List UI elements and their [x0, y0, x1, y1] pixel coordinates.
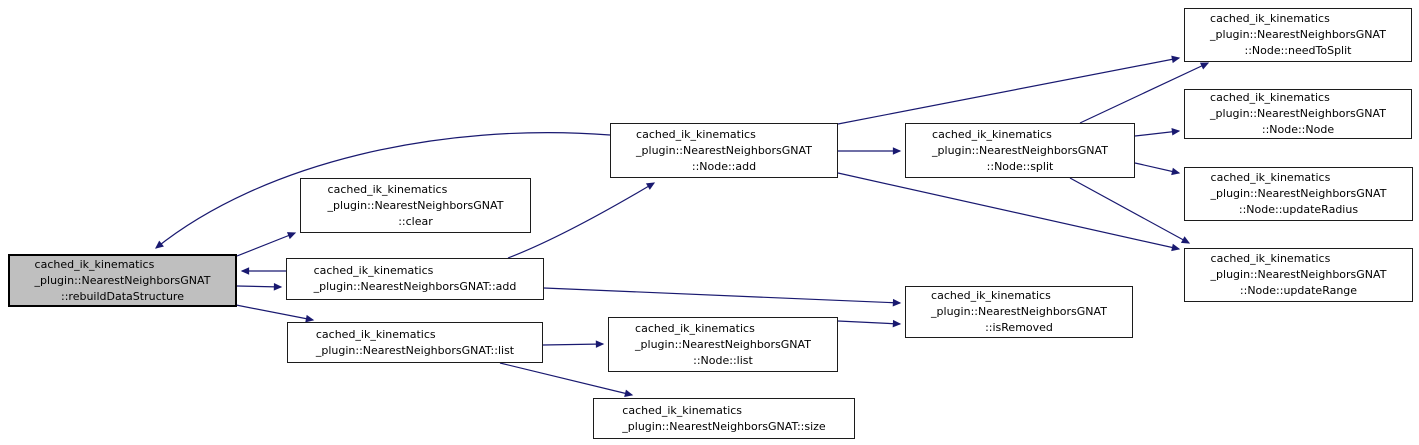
- node-label: cached_ik_kinematics_plugin::NearestNeig…: [1211, 251, 1387, 299]
- node-label: cached_ik_kinematics_plugin::NearestNeig…: [328, 182, 504, 230]
- graph-node-is-removed[interactable]: cached_ik_kinematics_plugin::NearestNeig…: [905, 286, 1133, 338]
- node-label-line: ::Node::updateRadius: [1238, 203, 1359, 216]
- node-label: cached_ik_kinematics_plugin::NearestNeig…: [316, 327, 514, 359]
- node-label-line: cached_ik_kinematics: [1210, 171, 1331, 184]
- edge-rebuild-to-clear: [236, 232, 297, 257]
- graph-node-list[interactable]: cached_ik_kinematics_plugin::NearestNeig…: [287, 322, 543, 363]
- edge-rebuild-to-list: [235, 304, 315, 323]
- node-label-line: cached_ik_kinematics: [931, 289, 1051, 302]
- node-label-line: _plugin::NearestNeighborsGNAT: [932, 143, 1108, 157]
- graph-node-size[interactable]: cached_ik_kinematics_plugin::NearestNeig…: [593, 398, 855, 439]
- node-label-line: _plugin::NearestNeighborsGNAT::list: [315, 343, 515, 357]
- edge-node-add-to-rebuild: [155, 132, 611, 249]
- graph-node-need-to-split[interactable]: cached_ik_kinematics_plugin::NearestNeig…: [1184, 8, 1412, 62]
- node-label-line: cached_ik_kinematics: [1210, 12, 1330, 25]
- graph-node-update-radius[interactable]: cached_ik_kinematics_plugin::NearestNeig…: [1184, 167, 1413, 221]
- node-label-line: ::clear: [398, 214, 433, 228]
- node-label-line: cached_ik_kinematics: [932, 127, 1052, 141]
- node-label: cached_ik_kinematics_plugin::NearestNeig…: [314, 263, 517, 295]
- node-label-line: cached_ik_kinematics: [34, 257, 155, 271]
- edge-add-to-is-removed: [543, 287, 902, 307]
- node-label-line: cached_ik_kinematics: [636, 127, 756, 141]
- node-label: cached_ik_kinematics_plugin::NearestNeig…: [622, 403, 825, 435]
- node-label: cached_ik_kinematics_plugin::NearestNeig…: [1210, 90, 1386, 138]
- edge-list-to-size: [499, 362, 634, 397]
- graph-node-rebuild[interactable]: cached_ik_kinematics_plugin::NearestNeig…: [8, 254, 237, 307]
- node-label-line: cached_ik_kinematics: [327, 182, 448, 196]
- node-label-line: ::rebuildDataStructure: [61, 289, 184, 303]
- node-label-line: cached_ik_kinematics: [1210, 91, 1330, 104]
- edge-node-split-to-need-to-split: [1079, 62, 1210, 124]
- node-label-line: ::Node::updateRange: [1239, 284, 1358, 297]
- node-label-line: cached_ik_kinematics: [315, 327, 436, 341]
- edge-rebuild-to-add: [236, 283, 283, 291]
- graph-node-node-split[interactable]: cached_ik_kinematics_plugin::NearestNeig…: [905, 123, 1135, 178]
- node-label: cached_ik_kinematics_plugin::NearestNeig…: [636, 127, 812, 175]
- node-label-line: ::Node::needToSplit: [1244, 44, 1352, 57]
- graph-node-node-add[interactable]: cached_ik_kinematics_plugin::NearestNeig…: [610, 123, 838, 178]
- node-label: cached_ik_kinematics_plugin::NearestNeig…: [1210, 11, 1386, 59]
- node-label-line: cached_ik_kinematics: [622, 403, 743, 417]
- node-label: cached_ik_kinematics_plugin::NearestNeig…: [635, 321, 811, 369]
- node-label-line: _plugin::NearestNeighborsGNAT::add: [313, 280, 517, 293]
- graph-node-node-node[interactable]: cached_ik_kinematics_plugin::NearestNeig…: [1184, 89, 1412, 139]
- graph-node-node-list[interactable]: cached_ik_kinematics_plugin::NearestNeig…: [608, 317, 838, 372]
- node-label-line: ::Node::split: [986, 159, 1054, 173]
- node-label-line: _plugin::NearestNeighborsGNAT: [1210, 107, 1386, 120]
- node-label: cached_ik_kinematics_plugin::NearestNeig…: [932, 127, 1108, 175]
- node-label-line: _plugin::NearestNeighborsGNAT: [636, 143, 812, 157]
- node-label-line: ::isRemoved: [985, 321, 1053, 334]
- node-label-line: _plugin::NearestNeighborsGNAT::size: [622, 419, 826, 433]
- edge-node-list-to-is-removed: [837, 319, 902, 328]
- edge-node-split-to-update-range: [1069, 177, 1191, 244]
- node-label-line: _plugin::NearestNeighborsGNAT: [1210, 28, 1386, 41]
- node-label: cached_ik_kinematics_plugin::NearestNeig…: [1211, 170, 1387, 218]
- node-label-line: _plugin::NearestNeighborsGNAT: [34, 273, 211, 287]
- edge-node-split-to-node-node: [1134, 128, 1181, 137]
- node-label-line: ::Node::list: [693, 353, 753, 367]
- node-label-line: _plugin::NearestNeighborsGNAT: [327, 198, 504, 212]
- graph-node-clear[interactable]: cached_ik_kinematics_plugin::NearestNeig…: [300, 178, 531, 233]
- node-label-line: cached_ik_kinematics: [635, 321, 755, 335]
- edge-node-add-to-need-to-split: [837, 55, 1181, 125]
- edge-node-split-to-update-radius: [1134, 162, 1181, 176]
- node-label-line: _plugin::NearestNeighborsGNAT: [1210, 268, 1387, 281]
- node-label-line: _plugin::NearestNeighborsGNAT: [635, 337, 811, 351]
- node-label: cached_ik_kinematics_plugin::NearestNeig…: [35, 257, 211, 305]
- graph-node-add[interactable]: cached_ik_kinematics_plugin::NearestNeig…: [286, 258, 544, 300]
- edge-list-to-node-list: [542, 340, 605, 348]
- node-label: cached_ik_kinematics_plugin::NearestNeig…: [931, 288, 1107, 336]
- node-label-line: ::Node::add: [691, 159, 757, 173]
- node-label-line: cached_ik_kinematics: [1210, 252, 1331, 265]
- node-label-line: _plugin::NearestNeighborsGNAT: [1210, 187, 1387, 200]
- node-label-line: _plugin::NearestNeighborsGNAT: [931, 305, 1107, 318]
- node-label-line: ::Node::Node: [1261, 123, 1335, 136]
- edge-add-to-node-add: [507, 182, 656, 259]
- graph-node-update-range[interactable]: cached_ik_kinematics_plugin::NearestNeig…: [1184, 248, 1413, 302]
- edge-node-add-to-update-range: [837, 172, 1181, 252]
- node-label-line: cached_ik_kinematics: [313, 264, 434, 277]
